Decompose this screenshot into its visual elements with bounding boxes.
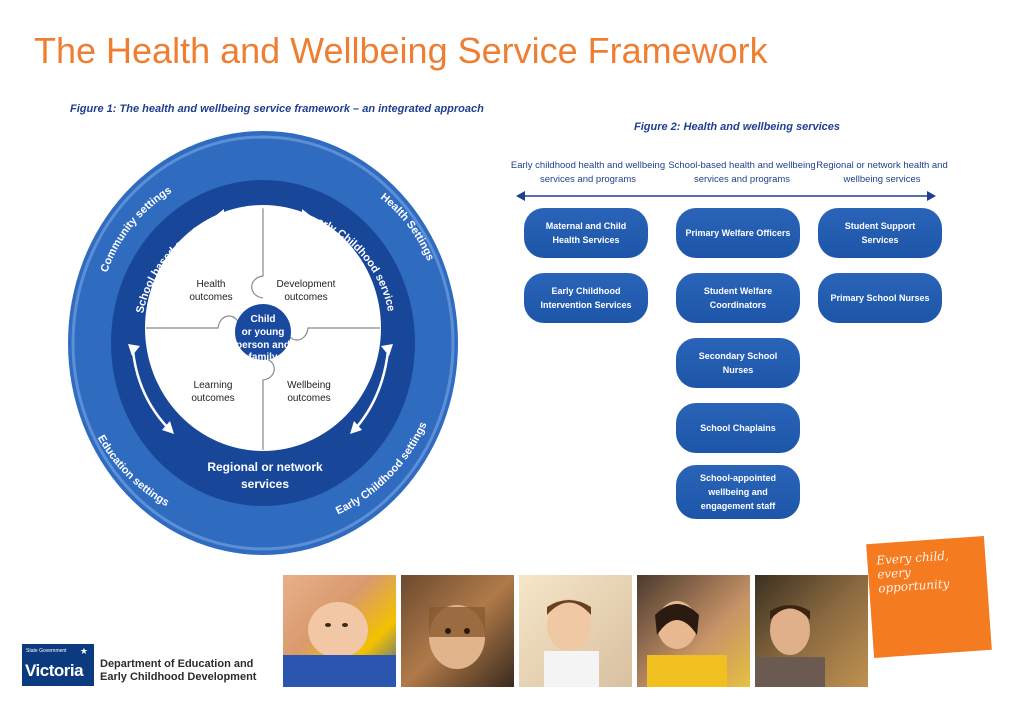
svg-text:Health: Health (197, 279, 226, 290)
service-student-welfare-coordinators: Student Welfare Coordinators (676, 273, 800, 323)
column-heading-school-based: School-based health and wellbeing servic… (668, 160, 816, 185)
service-early-childhood-intervention: Early Childhood Intervention Services (524, 273, 648, 323)
service-primary-school-nurses: Primary School Nurses (818, 273, 942, 323)
svg-text:outcomes: outcomes (284, 292, 327, 303)
service-primary-welfare-officers: Primary Welfare Officers (676, 208, 800, 258)
service-school-chaplains: School Chaplains (676, 403, 800, 453)
photo-child-painted-hand (401, 575, 514, 687)
column-heading-regional: Regional or network health and wellbeing… (816, 160, 948, 185)
svg-text:outcomes: outcomes (287, 393, 330, 404)
service-student-support: Student Support Services (818, 208, 942, 258)
department-name: Department of Education and Early Childh… (100, 658, 257, 683)
svg-text:Development: Development (277, 279, 336, 290)
victoria-logo: State Government ★ Victoria (22, 644, 94, 686)
photo-boy (519, 575, 632, 687)
service-secondary-school-nurses: Secondary School Nurses (676, 338, 800, 388)
slogan-badge: Every child, every opportunity (866, 536, 992, 658)
page-title: The Health and Wellbeing Service Framewo… (34, 30, 768, 71)
svg-text:outcomes: outcomes (191, 393, 234, 404)
service-maternal-child-health: Maternal and Child Health Services (524, 208, 648, 258)
column-heading-early-childhood: Early childhood health and wellbeing ser… (510, 160, 666, 185)
photo-baby (283, 575, 396, 687)
svg-text:outcomes: outcomes (189, 292, 232, 303)
slogan-text: Every child, every opportunity (875, 548, 950, 596)
svg-text:Wellbeing: Wellbeing (287, 380, 331, 391)
service-school-appointed-staff: School-appointed wellbeing and engagemen… (676, 465, 800, 519)
center-circle (235, 304, 291, 360)
photo-girl-writing (637, 575, 750, 687)
double-arrow-line (516, 191, 936, 201)
figure1-caption: Figure 1: The health and wellbeing servi… (70, 103, 484, 115)
photo-teen-boy (755, 575, 868, 687)
figure2-caption: Figure 2: Health and wellbeing services (634, 121, 841, 133)
star-icon: ★ (79, 646, 88, 656)
svg-text:Learning: Learning (194, 380, 233, 391)
